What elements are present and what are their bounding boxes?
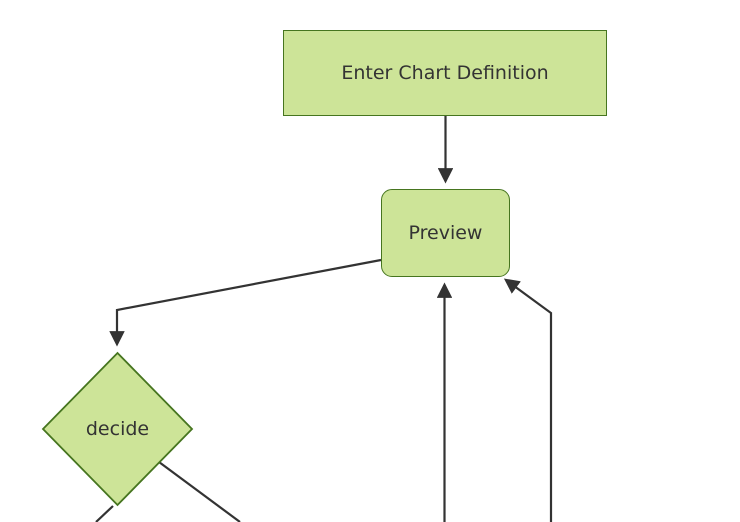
edge-preview-to-decide [109, 258, 382, 347]
diamond-shape-icon [41, 351, 194, 507]
node-decide[interactable] [41, 351, 194, 507]
node-preview[interactable] [381, 189, 510, 277]
edge-decide-branch-left [95, 505, 114, 522]
edge-bottom-right-to-preview [503, 278, 553, 522]
node-enter-chart-definition[interactable] [283, 30, 607, 116]
edge-decide-branch-right [158, 461, 241, 522]
